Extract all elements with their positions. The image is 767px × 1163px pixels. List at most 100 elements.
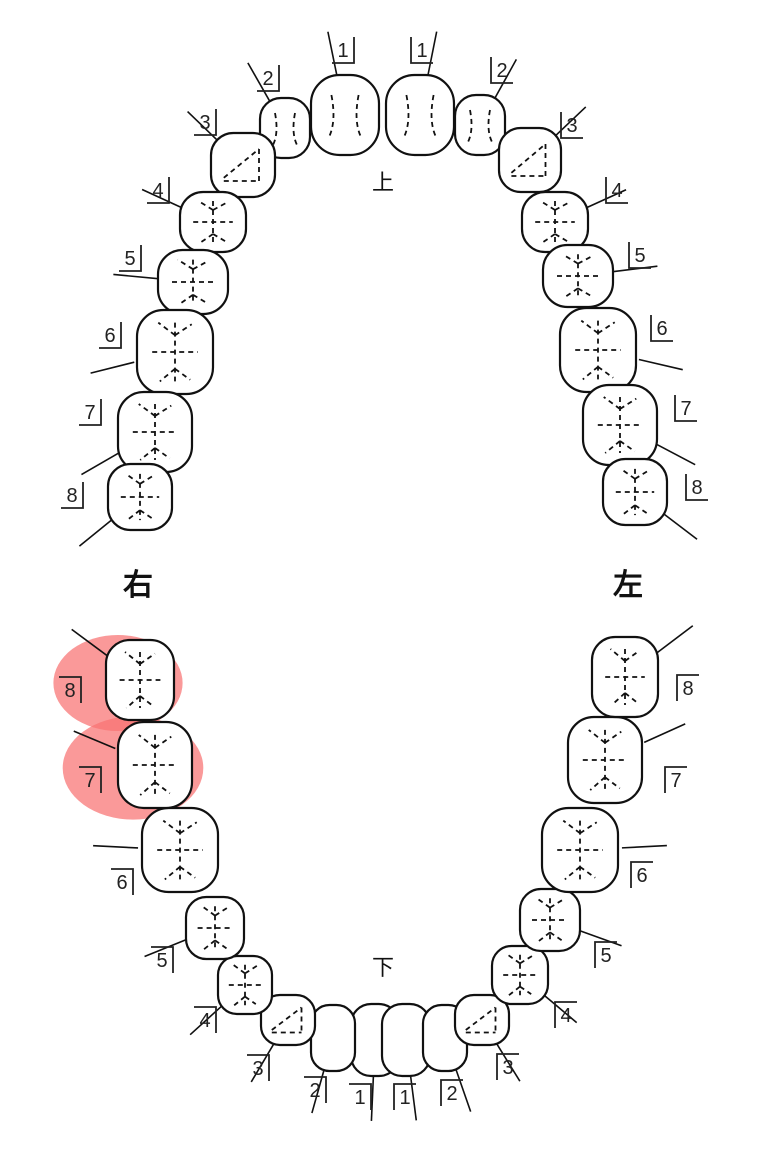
separator-line [409,1075,418,1121]
tooth-lower-right-4[interactable] [216,954,274,1016]
tooth-upper-right-4[interactable] [178,190,248,254]
separator-line [144,938,187,958]
svg-text:6: 6 [656,318,667,340]
svg-text:4: 4 [152,180,163,202]
svg-text:7: 7 [84,402,95,424]
tooth-upper-right-8[interactable] [106,462,174,532]
tooth-upper-left-5[interactable] [541,243,615,309]
tooth-number-upper-right-7: 7 [79,399,102,426]
separator-line [113,273,159,280]
tooth-number-lower-right-3: 3 [247,1054,270,1081]
separator-line [250,1042,275,1083]
separator-line [78,517,115,547]
tooth-lower-right-5[interactable] [184,895,246,961]
tooth-number-upper-left-1: 1 [410,37,433,64]
tooth-lower-left-6[interactable] [540,806,620,894]
tooth-upper-right-6[interactable] [135,308,215,396]
svg-text:7: 7 [670,770,681,792]
tooth-number-lower-left-6: 6 [630,861,653,888]
tooth-number-lower-left-4: 4 [554,1001,577,1028]
tooth-lower-left-5[interactable] [518,887,582,953]
separator-lines [71,31,698,1121]
separator-line [578,929,622,947]
svg-text:2: 2 [446,1083,457,1105]
svg-text:8: 8 [64,680,75,702]
separator-line [552,106,587,139]
tooth-number-upper-left-5: 5 [628,242,651,269]
tooth-lower-right-2[interactable] [309,1003,357,1073]
svg-text:2: 2 [262,68,273,90]
tooth-number-lower-right-7: 7 [79,766,102,793]
tooth-number-lower-left-1: 1 [393,1083,416,1110]
separator-line [73,730,116,750]
separator-line [370,1075,375,1121]
tooth-lower-left-7[interactable] [566,715,644,805]
svg-text:1: 1 [416,40,427,62]
svg-text:8: 8 [691,477,702,499]
svg-text:6: 6 [116,872,127,894]
tooth-upper-left-7[interactable] [581,383,659,467]
separator-line [81,451,121,476]
separator-line [656,625,694,654]
separator-line [327,31,338,76]
right-side-label: 右 [123,569,153,602]
tooth-number-upper-left-3: 3 [560,112,583,139]
separator-line [495,1042,521,1082]
tooth-upper-right-5[interactable] [156,248,230,316]
tooth-number-lower-left-7: 7 [664,766,687,793]
separator-line [643,723,686,744]
tooth-number-lower-right-2: 2 [304,1076,327,1103]
tooth-lower-right-8[interactable] [104,638,176,722]
svg-text:5: 5 [600,945,611,967]
svg-text:1: 1 [399,1087,410,1109]
tooth-upper-right-3[interactable] [209,131,277,199]
svg-text:1: 1 [354,1087,365,1109]
tooth-upper-left-4[interactable] [520,190,590,254]
tooth-lower-right-3[interactable] [259,993,317,1047]
separator-line [541,993,578,1024]
svg-text:8: 8 [66,485,77,507]
tooth-upper-left-3[interactable] [497,126,563,194]
separator-line [141,188,184,209]
svg-text:2: 2 [309,1080,320,1102]
tooth-number-upper-right-6: 6 [99,322,122,349]
svg-text:8: 8 [682,678,693,700]
svg-text:1: 1 [337,40,348,62]
tooth-lower-left-3[interactable] [453,993,511,1047]
tooth-upper-left-8[interactable] [601,457,669,527]
tooth-number-lower-right-5: 5 [151,946,174,973]
separator-line [655,442,696,466]
separator-line [493,59,518,100]
tooth-number-lower-right-4: 4 [194,1006,217,1033]
separator-line [189,1003,225,1036]
tooth-upper-left-6[interactable] [558,306,638,394]
left-side-label: 左 [613,569,643,602]
svg-text:3: 3 [199,112,210,134]
tooth-number-upper-right-3: 3 [194,109,217,136]
tooth-upper-right-1[interactable] [309,73,381,157]
tooth-number-lower-right-1: 1 [349,1083,372,1110]
tooth-lower-left-4[interactable] [490,944,550,1006]
svg-text:3: 3 [252,1058,263,1080]
tooth-lower-right-7[interactable] [116,720,194,810]
tooth-upper-right-7[interactable] [116,390,194,474]
separator-line [455,1068,472,1112]
tooth-lower-left-8[interactable] [590,635,660,719]
separator-line [90,361,135,374]
tooth-number-upper-right-2: 2 [257,65,280,92]
separator-line [427,31,438,76]
tooth-number-lower-left-2: 2 [440,1079,463,1106]
svg-text:7: 7 [680,398,691,420]
separator-line [71,628,109,657]
svg-text:6: 6 [636,865,647,887]
svg-text:5: 5 [634,245,645,267]
tooth-number-upper-left-6: 6 [650,315,673,342]
tooth-number-lower-left-3: 3 [496,1053,519,1080]
tooth-lower-right-6[interactable] [140,806,220,894]
tooth-upper-left-2[interactable] [453,93,507,157]
svg-text:4: 4 [611,180,622,202]
separator-line [621,844,667,849]
tooth-upper-left-1[interactable] [384,73,456,157]
upper-jaw-label: 上 [372,170,394,195]
